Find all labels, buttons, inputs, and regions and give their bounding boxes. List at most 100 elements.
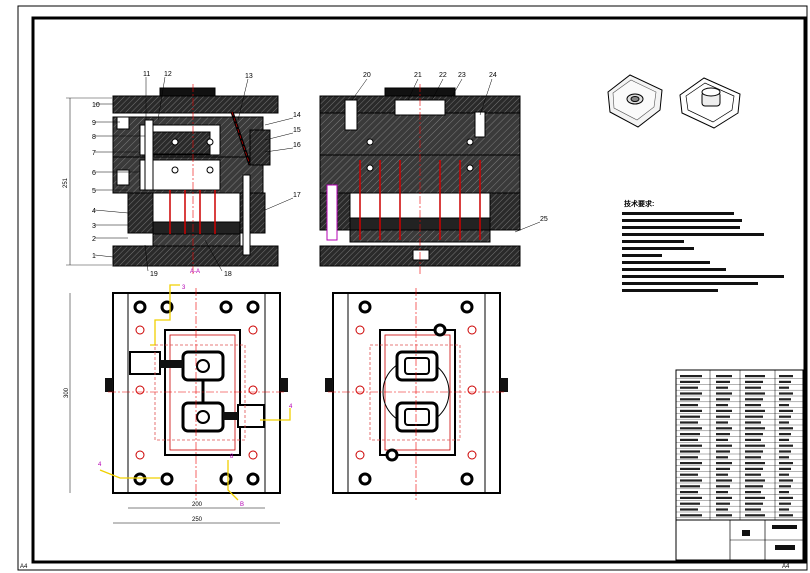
part-number-4: 4 [92, 208, 96, 215]
bom-cell [680, 491, 698, 494]
bom-cell [779, 450, 791, 453]
bom-cell [745, 514, 765, 517]
bom-cell [779, 438, 789, 441]
bom-cell [779, 433, 791, 436]
bom-cell [745, 398, 763, 401]
bom-cell [779, 380, 791, 383]
bom-cell [745, 421, 761, 424]
bom-cell [680, 392, 702, 395]
bom-cell [779, 415, 791, 418]
bom-cell [716, 415, 730, 418]
bom-cell [716, 380, 730, 383]
bom-cell [779, 404, 789, 407]
section-mark: A-A [190, 269, 200, 275]
front-view-leaders [94, 76, 294, 272]
front-part-numbers: 1 2 3 4 5 6 7 8 9 10 11 12 13 14 15 16 1… [92, 71, 301, 278]
bom-cell [745, 456, 761, 459]
bom-cell [779, 473, 789, 476]
part-number-5: 5 [92, 188, 96, 195]
part-number-15: 15 [293, 127, 301, 134]
part-number-14: 14 [293, 112, 301, 119]
front-section-view: 251 A-A [63, 84, 279, 275]
bom-cell [716, 462, 732, 465]
bom-cell [779, 491, 789, 494]
bom-cell [745, 427, 765, 430]
bom-cell [745, 502, 763, 505]
side-section-view [319, 84, 521, 275]
bom-cell [745, 473, 761, 476]
bom-cell [680, 473, 698, 476]
part-number-9: 9 [92, 120, 96, 127]
bom-cell [779, 485, 791, 488]
bom-cell [680, 479, 702, 482]
bom-cell [716, 427, 732, 430]
bom-cell [680, 496, 702, 499]
plan-width-inner: 200 [192, 502, 203, 508]
bom-cell [680, 462, 702, 465]
part-number-24: 24 [489, 72, 497, 79]
bom-cell [716, 491, 728, 494]
bom-cell [716, 456, 728, 459]
bom-cell [680, 404, 698, 407]
marker-8: 8 [230, 454, 234, 460]
bom-cell [716, 433, 730, 436]
bom-cell [680, 444, 702, 447]
corner-mark-right: A4 [782, 564, 790, 570]
part-number-25: 25 [540, 216, 548, 223]
bom-cell [745, 462, 765, 465]
part-number-22: 22 [439, 72, 447, 79]
part-number-17: 17 [293, 192, 301, 199]
bom-cell [779, 467, 791, 470]
part-number-8: 8 [92, 134, 96, 141]
marker-4b: 4 [289, 404, 293, 410]
part-number-19: 19 [150, 271, 158, 278]
bom-cell [716, 502, 730, 505]
bom-cell [680, 502, 700, 505]
part-number-10: 10 [92, 102, 100, 109]
bom-cell [680, 485, 700, 488]
bom-cell [745, 415, 763, 418]
bom-cell [779, 479, 793, 482]
bom-cell [716, 508, 728, 511]
plan-view-moving [325, 288, 508, 500]
bom-cell [745, 479, 765, 482]
bom-cell [716, 409, 732, 412]
bom-cell [779, 375, 793, 378]
bom-cell [716, 450, 730, 453]
bom-cell [716, 467, 730, 470]
bom-cell [745, 496, 765, 499]
bom-cell [779, 421, 789, 424]
front-height-dim: 251 [63, 177, 69, 188]
plan-view-fixed: 300 200 250 3 4 4 B 8 [64, 284, 293, 524]
bom-cell [745, 404, 761, 407]
bom-cell [716, 473, 728, 476]
bom-cell [716, 375, 732, 378]
bom-cell [680, 375, 702, 378]
bom-cell [745, 380, 763, 383]
outer-border [17, 5, 808, 571]
bom-cell [745, 450, 763, 453]
bom-cell [779, 462, 793, 465]
bom-cell [745, 508, 761, 511]
part-number-2: 2 [92, 236, 96, 243]
bom-cell [716, 404, 728, 407]
bom-cell [745, 491, 761, 494]
part-number-13: 13 [245, 73, 253, 80]
part-number-6: 6 [92, 170, 96, 177]
part-number-23: 23 [458, 72, 466, 79]
bom-cell [779, 386, 789, 389]
bom-cell [779, 496, 793, 499]
bom-rows [676, 375, 803, 518]
part-number-1: 1 [92, 253, 96, 260]
bom-cell [779, 514, 793, 517]
part-number-20: 20 [363, 72, 371, 79]
bom-cell [716, 496, 732, 499]
plan-height-dim: 300 [64, 387, 70, 398]
plan-width-outer: 250 [192, 517, 203, 523]
bom-cell [716, 392, 732, 395]
bom-cell [779, 502, 791, 505]
marker-4a: 4 [98, 462, 102, 468]
bom-cell [779, 456, 789, 459]
bom-cell [680, 467, 700, 470]
part-number-11: 11 [143, 71, 150, 78]
